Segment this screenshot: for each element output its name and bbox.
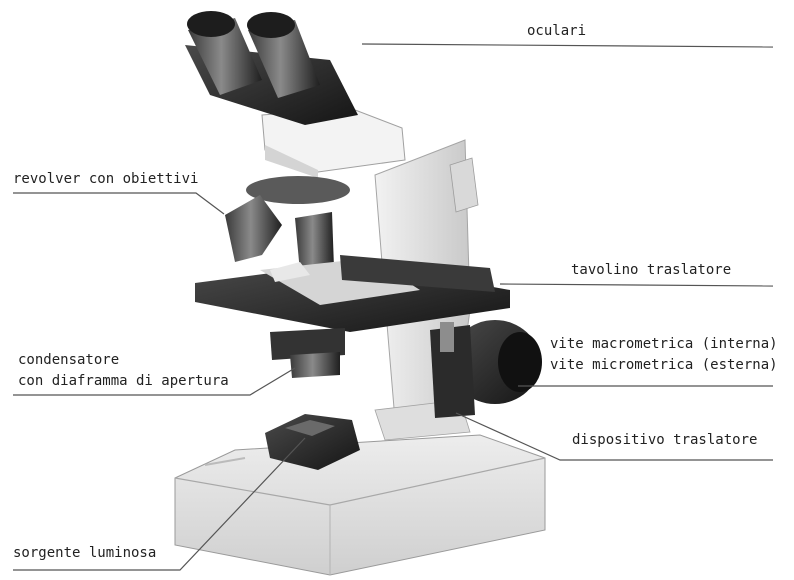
label-oculari: oculari	[527, 23, 586, 40]
label-sorgente: sorgente luminosa	[13, 545, 156, 562]
leader-oculari	[362, 44, 773, 47]
label-revolver: revolver con obiettivi	[13, 171, 198, 188]
label-condensatore-line2: con diaframma di apertura	[18, 373, 229, 390]
condenser	[270, 328, 345, 378]
label-vite-micrometrica: vite micrometrica (esterna)	[550, 357, 778, 374]
leader-revolver	[13, 193, 224, 214]
revolver-objectives	[225, 176, 350, 275]
microscope-base	[175, 435, 545, 575]
label-tavolino: tavolino traslatore	[571, 262, 731, 279]
label-vite-macrometrica: vite macrometrica (interna)	[550, 336, 778, 353]
leader-tavolino	[500, 284, 773, 286]
label-condensatore-line1: condensatore	[18, 352, 119, 369]
focus-knobs	[430, 320, 542, 418]
label-dispositivo: dispositivo traslatore	[572, 432, 757, 449]
